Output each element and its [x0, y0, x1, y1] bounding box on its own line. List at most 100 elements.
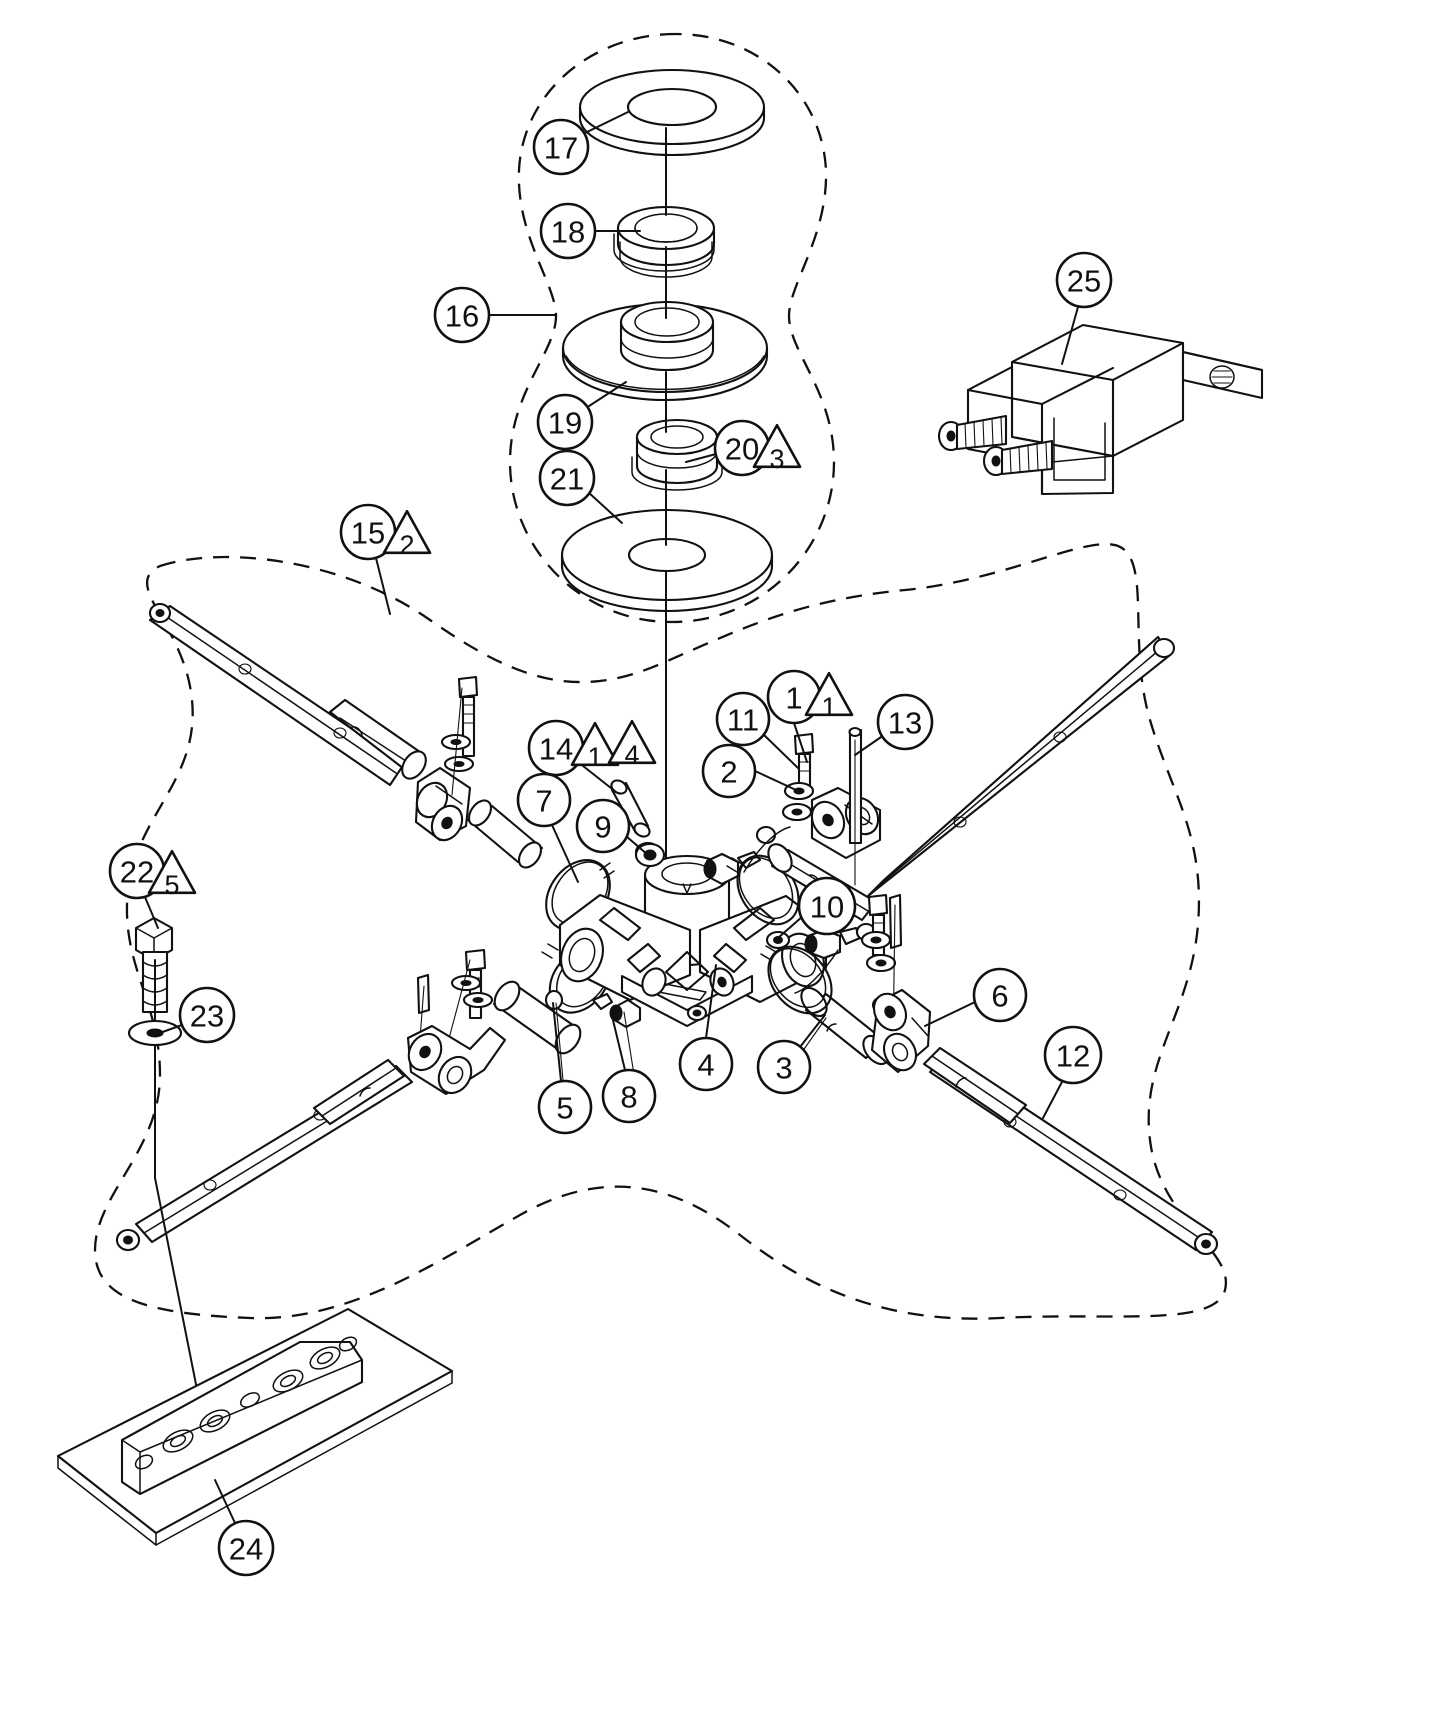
balloon-circle — [516, 772, 572, 828]
knuckle-upper-left — [414, 766, 472, 842]
triangle-note-2[interactable]: 2 — [382, 509, 432, 560]
balloon-callout-5[interactable]: 5 — [537, 1002, 593, 1135]
balloon-leader-line — [754, 770, 797, 791]
part-13-pin — [848, 726, 863, 886]
balloon-callout-23[interactable]: 23 — [156, 986, 236, 1044]
arm-upper-left — [148, 602, 427, 787]
balloon-callout-18[interactable]: 18 — [539, 202, 641, 260]
balloon-leader-line — [156, 1024, 183, 1035]
balloon-number: 2 — [720, 755, 737, 790]
balloon-callout-4[interactable]: 4 — [678, 964, 734, 1092]
balloon-number: 11 — [727, 703, 759, 738]
balloon-callout-8[interactable]: 8 — [601, 1015, 657, 1124]
part-25-clamp-block — [937, 323, 1264, 496]
balloon-callout-13[interactable]: 13 — [854, 693, 934, 756]
balloon-callout-22[interactable]: 22 — [108, 842, 166, 929]
triangle-flag-shape — [570, 721, 620, 767]
balloon-leader-line — [793, 722, 808, 763]
balloon-circle — [217, 1519, 275, 1577]
balloon-circle — [433, 286, 491, 344]
balloon-callout-14[interactable]: 14 — [527, 719, 617, 793]
balloon-circle — [972, 967, 1028, 1023]
triangle-flag-shape — [382, 509, 432, 555]
triangle-note-number: 4 — [624, 740, 639, 770]
balloon-number: 9 — [594, 810, 611, 845]
balloon-callout-12[interactable]: 12 — [1042, 1025, 1103, 1119]
balloon-circle — [797, 876, 857, 936]
triangle-flag-shape — [147, 849, 197, 895]
balloon-callout-11[interactable]: 11 — [715, 691, 799, 769]
balloon-leader-line — [552, 1002, 562, 1082]
balloon-callout-3[interactable]: 3 — [756, 1014, 826, 1095]
part-18-seal-ring — [613, 205, 716, 278]
balloon-circle — [575, 798, 631, 854]
triangle-note-4[interactable]: 4 — [607, 719, 657, 770]
balloon-callout-24[interactable]: 24 — [214, 1479, 275, 1577]
balloon-callout-21[interactable]: 21 — [538, 449, 623, 524]
balloon-circle — [532, 118, 590, 176]
triangle-note-1[interactable]: 1 — [804, 671, 854, 722]
triangle-note-number: 1 — [821, 692, 836, 722]
balloon-callout-2[interactable]: 2 — [701, 743, 797, 799]
balloon-leader-line — [587, 491, 623, 524]
balloon-callout-10[interactable]: 10 — [777, 876, 857, 939]
hardware-stack-upper-right — [781, 732, 815, 822]
balloon-leader-line — [577, 761, 617, 793]
balloon-leader-line — [854, 734, 885, 756]
triangle-note-number: 1 — [587, 742, 602, 772]
triangle-note-1[interactable]: 1 — [570, 721, 620, 772]
balloon-number: 15 — [351, 516, 385, 551]
balloon-number: 12 — [1056, 1039, 1090, 1074]
dashed-envelope-upper-stack — [508, 32, 836, 624]
balloon-number: 19 — [548, 406, 582, 441]
balloon-leader-line — [551, 824, 579, 883]
balloon-leader-line — [777, 915, 804, 939]
triangle-flag-shape — [804, 671, 854, 717]
balloon-circle — [536, 393, 594, 451]
triangle-note-number: 5 — [164, 870, 179, 900]
part-23-flat-washer — [127, 1019, 216, 1481]
knuckle-upper-right — [810, 786, 882, 860]
balloon-number: 25 — [1067, 264, 1101, 299]
triangle-note-3[interactable]: 3 — [752, 423, 802, 474]
balloon-number: 20 — [725, 432, 759, 467]
balloon-leader-line — [799, 1014, 826, 1048]
balloon-callout-7[interactable]: 7 — [516, 772, 579, 883]
part-19-flanged-disc — [561, 300, 769, 402]
balloon-number: 18 — [551, 215, 585, 250]
arm-lower-right — [922, 1046, 1219, 1256]
balloon-number: 10 — [810, 890, 844, 925]
balloon-number: 17 — [544, 131, 578, 166]
balloon-leader-line — [585, 381, 627, 409]
balloon-callout-1[interactable]: 1 — [766, 669, 822, 763]
balloon-callout-16[interactable]: 16 — [433, 286, 557, 344]
balloon-number: 3 — [775, 1051, 792, 1086]
balloon-circle — [538, 449, 596, 507]
balloon-leader-line — [1061, 306, 1079, 365]
balloon-callout-9[interactable]: 9 — [575, 798, 649, 856]
balloon-leader-line — [685, 453, 717, 463]
part-20-bushing — [631, 418, 723, 491]
balloon-circle — [601, 1068, 657, 1124]
balloon-callout-19[interactable]: 19 — [536, 381, 627, 451]
balloon-number: 6 — [991, 979, 1008, 1014]
balloon-circle — [537, 1079, 593, 1135]
knuckle-lower-left — [406, 1024, 507, 1096]
part-5-tube-lower-left — [492, 943, 642, 1088]
part-22-hex-bolt — [134, 916, 174, 1025]
balloon-circle — [178, 986, 236, 1044]
balloon-number: 21 — [550, 462, 584, 497]
triangle-note-number: 3 — [769, 444, 784, 474]
balloon-leader-line — [375, 557, 391, 615]
balloon-callout-17[interactable]: 17 — [532, 111, 629, 176]
balloon-leader-line — [705, 964, 717, 1039]
balloon-callout-6[interactable]: 6 — [924, 967, 1028, 1027]
triangle-note-5[interactable]: 5 — [147, 849, 197, 900]
clamp-screw-upper — [937, 414, 1008, 452]
balloon-callout-25[interactable]: 25 — [1055, 251, 1113, 365]
balloon-number: 24 — [229, 1532, 263, 1567]
balloon-callout-15[interactable]: 15 — [339, 503, 397, 615]
balloon-number: 4 — [697, 1048, 714, 1083]
